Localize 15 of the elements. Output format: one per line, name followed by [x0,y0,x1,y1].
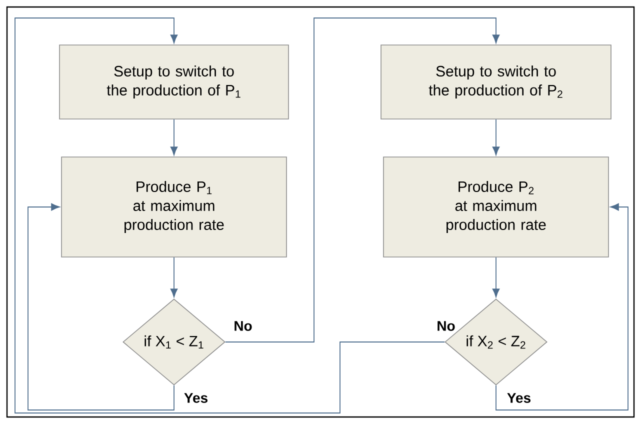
arrow [492,256,500,298]
edge-label: Yes [506,392,532,404]
arrow [14,18,446,414]
process-box: Setup to switch to the production of P$_{2}$ [380,44,612,120]
edge-label: No [232,320,254,332]
edge-label: Yes [182,392,210,404]
process-box: Produce P$_{1}$ at maximum production rate [61,156,287,258]
arrow [496,203,628,410]
arrow [170,118,178,156]
arrow [492,118,500,156]
arrow [28,203,174,410]
process-box: Setup to switch to the production of P$_{1}$ [59,44,289,120]
arrow [224,18,500,342]
arrow [170,256,178,298]
process-box: Produce P$_{2}$ at maximum production rate [383,156,609,258]
